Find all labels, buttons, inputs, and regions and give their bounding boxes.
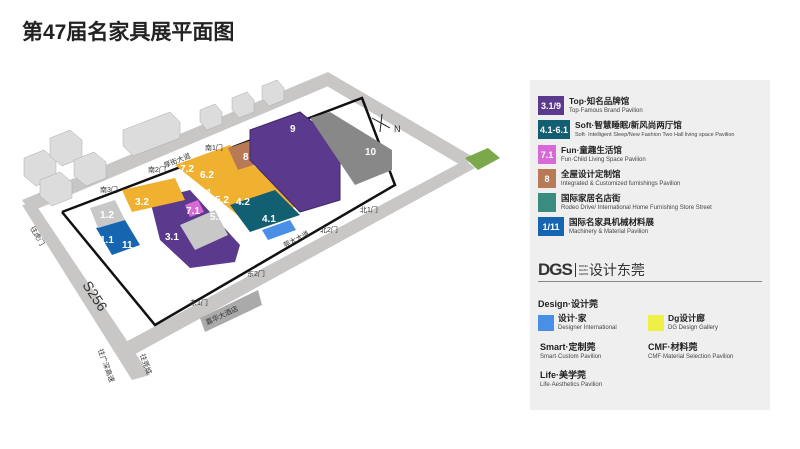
hall-10 [310, 112, 392, 185]
legend-en: Rodeo Drive/ International Home Furnishi… [561, 205, 712, 211]
legend-item-rodeo: 国际家居名店街 Rodeo Drive/ International Home F… [538, 193, 712, 212]
road-right [320, 72, 475, 166]
neighbor-buildings [23, 79, 285, 207]
hall-label: 7.2 [180, 164, 194, 175]
legend-badge: 8 [538, 169, 556, 188]
legend-item-fun: 7.1 Fun·童趣生活馆 Fun·Child Living Space Pavil… [538, 145, 646, 164]
hall-label: 8 [243, 152, 249, 163]
hall-label: 5.2 [215, 195, 229, 206]
legend-item-designer: 设计·家 Designer International [538, 313, 617, 332]
legend-cn: Dg设计廊 [668, 313, 705, 323]
legend-en: Life·Aesthetics Pavilion [540, 382, 603, 388]
hall-label: 3.2 [135, 197, 149, 208]
logo-cn: 设计东莞 [588, 262, 645, 278]
legend-en: Fun·Child Living Space Pavilion [561, 157, 646, 163]
hall-label: 5.1 [210, 212, 224, 223]
legend-item-gallery: Dg设计廊 DG Design Gallery [648, 313, 718, 332]
logo-divider [574, 263, 576, 277]
legend-cn: Life·美学莞 [540, 370, 586, 380]
legend-en: Designer International [558, 325, 617, 331]
hall-label: 10 [365, 147, 377, 158]
legend-life: Life·美学莞 Life·Aesthetics Pavilion [540, 370, 602, 389]
legend-en: Integrated & Customized furnishings Pavi… [561, 181, 681, 187]
legend-cn: Soft·智慧睡眠/新风尚两厅馆 [575, 120, 682, 130]
legend-cn: 设计·家 [558, 313, 587, 323]
hall-label: 11 [122, 240, 133, 251]
legend-cn: Smart·定制莞 [540, 342, 596, 352]
legend-badge: 3.1/9 [538, 96, 564, 115]
legend-cmf: CMF·材料莞 CMF·Material Selection Pavilion [648, 342, 733, 361]
legend-item-custom: 8 全屋设计定制馆 Integrated & Customized furnishi… [538, 169, 680, 188]
legend-en: DG Design Gallery [668, 325, 719, 331]
legend-badge: 7.1 [538, 145, 556, 164]
legend-en: Machinery & Material Pavilion [569, 229, 649, 235]
hall-label: 6.2 [200, 170, 214, 181]
hall-3-2-platform [122, 178, 185, 212]
hall-1-2 [90, 200, 125, 228]
gate-label: 东1门 [190, 298, 208, 307]
legend-en: Soft· Intelligent Sleep/New Fashion Two … [575, 132, 735, 138]
compass-icon [371, 113, 391, 133]
hall-9 [249, 111, 341, 213]
legend-badge: 1/11 [538, 217, 564, 236]
hall-label: 3.1 [165, 232, 179, 243]
gate-label: 南2门 [148, 165, 166, 174]
legend-smart: Smart·定制莞 Smart·Custom Pavilion [540, 342, 601, 361]
design-title: Design·设计莞 [538, 299, 599, 309]
legend-cn: Fun·童趣生活馆 [561, 145, 622, 155]
hall-label: 1.1 [100, 235, 114, 246]
gate-label: 北1门 [360, 205, 378, 214]
legend-item-machinery: 1/11 国际名家具机械材料展 Machinery & Material Pavil… [538, 217, 654, 236]
road-s256 [22, 205, 150, 380]
floor-map: 3.1 3.2 1.1 1.2 11 4.1 5.1 6.1 7.1 4.2 5… [22, 72, 500, 384]
legend-en: CMF·Material Selection Pavilion [648, 354, 734, 360]
legend-badge [538, 193, 556, 212]
plaza-gray [180, 210, 228, 250]
hall-1-1 [96, 220, 140, 255]
legend-badge: 4.1-6.1 [538, 120, 570, 139]
compass-label: N [394, 124, 401, 134]
page-title: 第47届名家具展平面图 [22, 21, 235, 44]
legend-cn: Top·知名品牌馆 [569, 96, 630, 106]
legend-cn: 全屋设计定制馆 [561, 169, 621, 179]
hall-label: 4.2 [236, 197, 250, 208]
hall-label: 7.1 [186, 206, 200, 217]
legend-cn: 国际名家具机械材料展 [569, 217, 655, 227]
swatch [538, 314, 554, 331]
road-label: 往广深高速 [96, 348, 116, 384]
green-building [465, 148, 500, 170]
hall-label: 9 [290, 124, 296, 135]
legend-en: Smart·Custom Pavilion [540, 354, 602, 360]
logo-small: DONG GUAN SHOW [578, 264, 589, 276]
gate-label: 北2门 [320, 225, 338, 234]
legend-item-top: 3.1/9 Top·知名品牌馆 Top·Famous Brand Pavilion [538, 96, 643, 115]
hotel-building [200, 290, 262, 332]
gate-label: 东2门 [247, 269, 265, 278]
hall-label: 1.2 [100, 210, 114, 221]
hall-label: 4.1 [262, 214, 276, 225]
hall-7-1 [185, 200, 204, 217]
divider [538, 281, 762, 282]
logo-mark: DGS [538, 260, 573, 279]
hall-teal [230, 190, 300, 232]
swatch [648, 314, 664, 331]
hall-design-blue [262, 220, 296, 240]
legend-en: Top·Famous Brand Pavilion [569, 108, 643, 114]
legend-cn: CMF·材料莞 [648, 342, 698, 352]
gate-label: 南1门 [205, 143, 223, 152]
gate-label: 南3门 [100, 185, 118, 194]
road-bottom [120, 160, 475, 358]
hall-label: 6.1 [198, 188, 212, 199]
legend-item-soft: 4.1-6.1 Soft·智慧睡眠/新风尚两厅馆 Soft· Intelligent… [538, 120, 734, 139]
legend-cn: 国际家居名店街 [561, 193, 621, 203]
